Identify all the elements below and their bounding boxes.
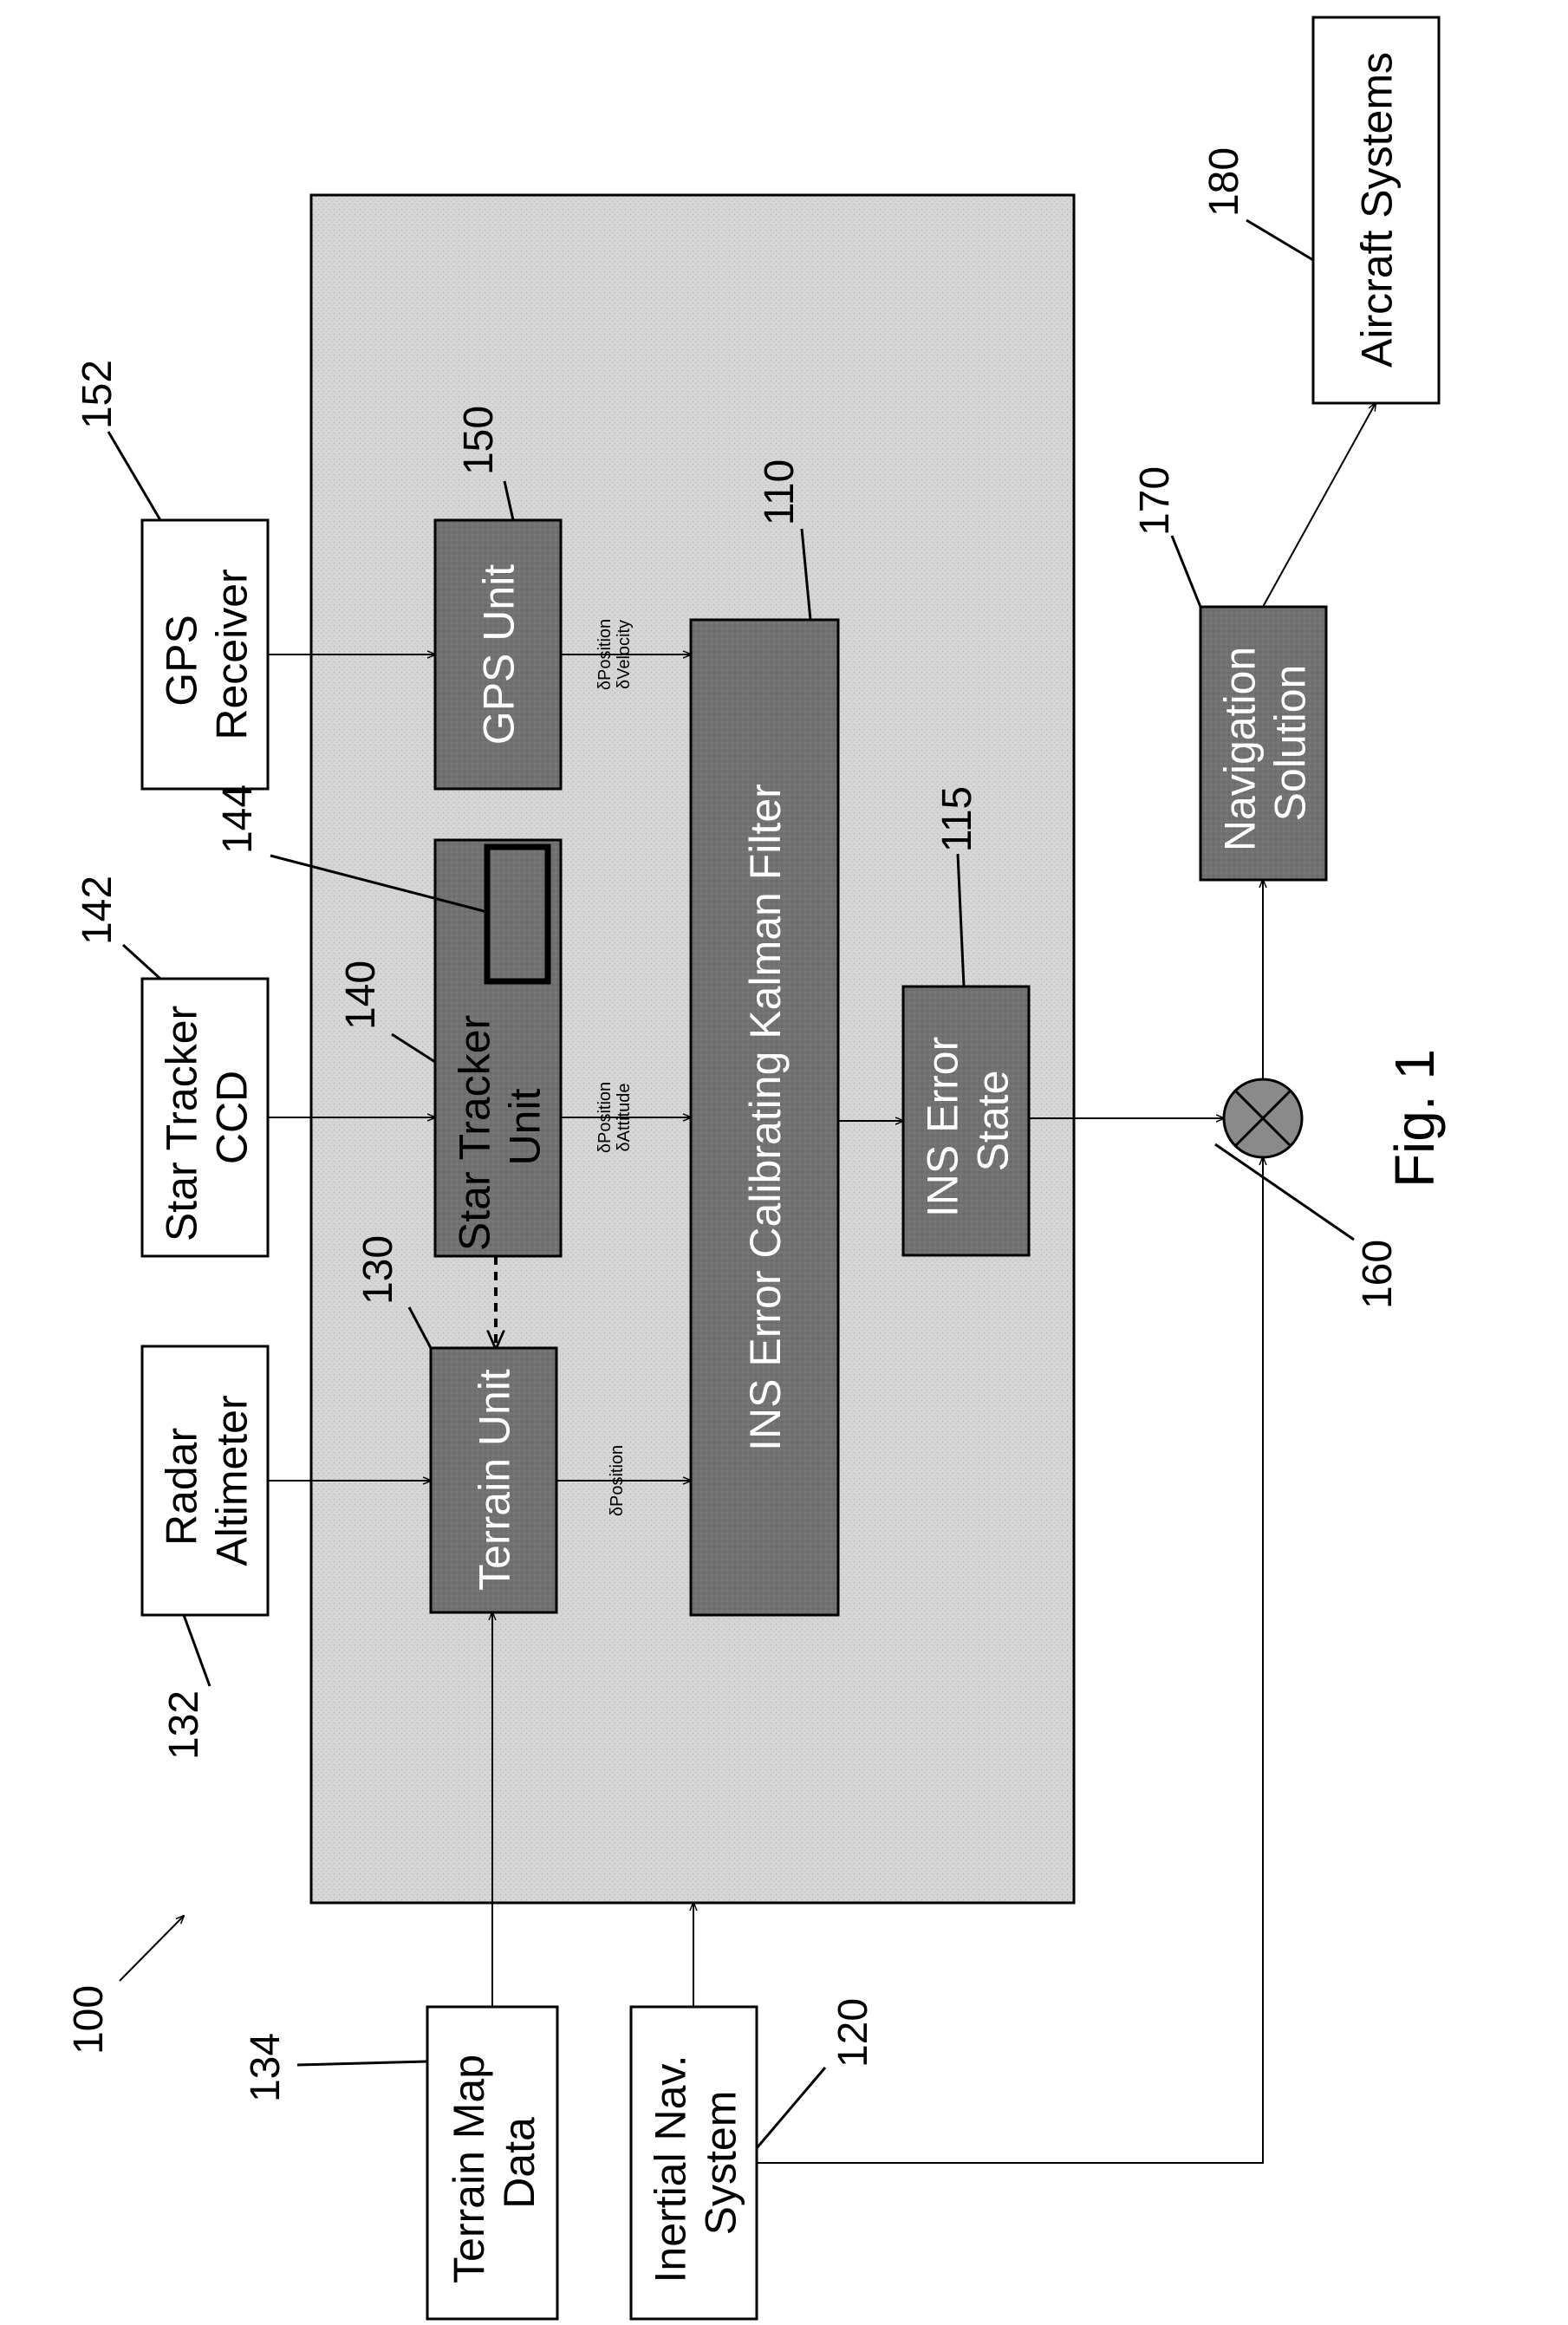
arrow-100-pointer: [119, 1916, 184, 1982]
combiner-symbol: [1222, 1078, 1304, 1159]
gps-unit-label: GPS Unit: [475, 564, 524, 746]
star-tracker-ccd-label: Star Tracker CCD: [158, 993, 257, 1241]
navigation-solution-label: Navigation Solution: [1216, 635, 1315, 851]
star-tracker-unit-label: Star Tracker Unit: [451, 1003, 550, 1251]
svg-text:δVelocity: δVelocity: [615, 620, 634, 689]
radar-altimeter-label: Radar Altimeter: [158, 1395, 257, 1566]
ins-error-state-box: INS Error State: [901, 985, 1031, 1257]
connections: [119, 403, 1376, 2164]
svg-text:δPosition: δPosition: [595, 619, 615, 690]
terrain-unit-label: Terrain Unit: [471, 1369, 519, 1591]
signal-star: δPosition δAttitude: [595, 1082, 634, 1153]
reference-numerals: 100 132 142 152 130 140 144 150 110 115 …: [66, 147, 1401, 2102]
gps-unit-box: GPS Unit: [433, 518, 563, 791]
terrain-unit-box: Terrain Unit: [429, 1346, 558, 1614]
signal-terrain: δPosition: [608, 1445, 627, 1516]
ref-132: 132: [161, 1690, 207, 1760]
ref-100: 100: [66, 1985, 112, 2055]
ins-error-state-label: INS Error State: [919, 1025, 1018, 1217]
star-tracker-unit-box: Star Tracker Unit: [433, 838, 563, 1258]
radar-altimeter-box: Radar Altimeter: [140, 1345, 270, 1617]
arrow-inertial-to-combiner: [757, 1157, 1263, 2164]
ref-142: 142: [75, 876, 120, 945]
svg-text:δPosition: δPosition: [608, 1445, 627, 1516]
ref-150: 150: [456, 406, 502, 475]
ref-134: 134: [243, 2033, 289, 2102]
star-tracker-inner-box: [484, 843, 551, 985]
ref-144: 144: [215, 785, 261, 854]
gps-receiver-box: GPS Receiver: [140, 518, 270, 791]
ref-180: 180: [1201, 147, 1247, 217]
ref-160: 160: [1355, 1240, 1401, 1309]
ref-130: 130: [355, 1235, 401, 1305]
svg-text:δAttitude: δAttitude: [615, 1084, 634, 1152]
aircraft-systems-label: Aircraft Systems: [1353, 52, 1402, 368]
signal-gps: δPosition δVelocity: [595, 619, 634, 690]
star-tracker-ccd-box: Star Tracker CCD: [140, 977, 270, 1258]
ref-152: 152: [75, 360, 120, 429]
ref-170: 170: [1132, 466, 1178, 536]
ref-120: 120: [830, 1998, 876, 2068]
terrain-map-data-label: Terrain Map Data: [445, 2042, 543, 2283]
terrain-map-data-box: Terrain Map Data: [426, 2005, 559, 2321]
ref-140: 140: [338, 961, 384, 1030]
inertial-nav-system-label: Inertial Nav. System: [647, 2043, 745, 2283]
figure-label: Fig. 1: [1383, 1049, 1446, 1188]
svg-text:δPosition: δPosition: [595, 1082, 615, 1153]
ref-115: 115: [934, 786, 980, 853]
kalman-filter-box: INS Error Calibrating Kalman Filter: [689, 618, 840, 1617]
inertial-nav-system-box: Inertial Nav. System: [629, 2005, 758, 2321]
leader-lines: [107, 218, 1355, 2149]
ref-110: 110: [757, 459, 803, 526]
kalman-filter-label: INS Error Calibrating Kalman Filter: [741, 784, 790, 1451]
navigation-solution-box: Navigation Solution: [1199, 605, 1328, 882]
gps-receiver-label: GPS Receiver: [158, 569, 257, 739]
aircraft-systems-box: Aircraft Systems: [1311, 16, 1441, 405]
arrow-nav-to-aircraft: [1262, 403, 1376, 608]
